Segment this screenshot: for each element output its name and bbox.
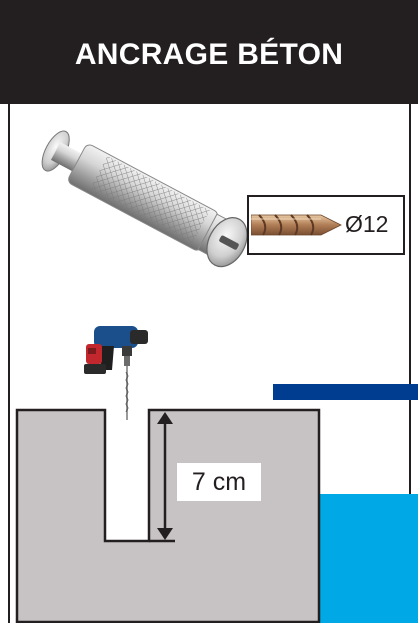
- knurled-anchor-bolt-icon: [41, 130, 248, 268]
- depth-arrow-down-head: [157, 528, 173, 540]
- drill-bit-icon: [251, 214, 342, 236]
- concrete-block-cross-section: [15, 408, 321, 623]
- hammer-drill-icon: [84, 326, 148, 420]
- concrete-block: [15, 408, 321, 623]
- depth-arrow-up-head: [157, 412, 173, 424]
- page-title: ANCRAGE BÉTON: [74, 38, 344, 71]
- header-banner: ANCRAGE BÉTON: [0, 0, 418, 104]
- drill-bit-size-box: Ø12: [247, 195, 405, 255]
- frame-left-border: [8, 104, 10, 623]
- blue-accent-bar: [273, 384, 418, 400]
- drill-bit-diameter-label: Ø12: [345, 211, 389, 237]
- cyan-accent-block: [319, 494, 418, 623]
- frame-right-border: [409, 104, 411, 623]
- hole-depth-label: 7 cm: [177, 463, 261, 501]
